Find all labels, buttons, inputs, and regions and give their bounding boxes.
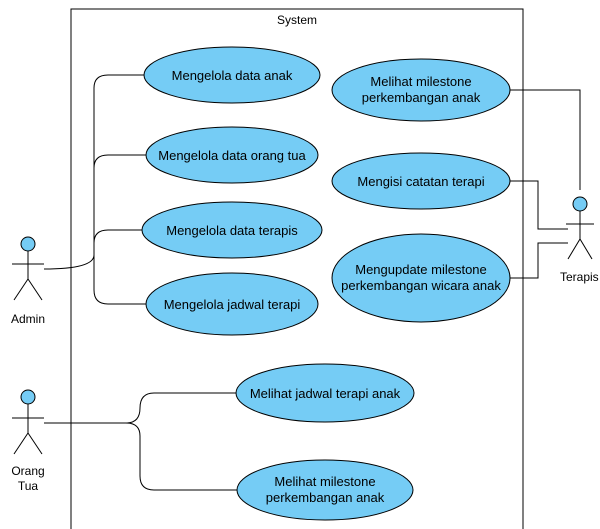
actor-orang-tua[interactable]: Orang Tua (11, 389, 45, 493)
association-admin-uc3 (93, 229, 142, 244)
system-boundary-box (70, 8, 524, 529)
use-case-uc6-label: Mengisi catatan terapi (357, 174, 484, 189)
use-case-uc7-shape (331, 233, 511, 323)
use-case-uc5-label-line2: perkembangan anak (362, 90, 481, 105)
use-case-uc3-label: Mengelola data terapis (166, 223, 298, 238)
actor-admin-label: Admin (11, 312, 45, 326)
use-case-uc5-label-line1: Melihat milestone (370, 74, 471, 89)
use-case-uc9-label-line2: perkembangan anak (266, 490, 385, 505)
use-case-uc7-label-line1: Mengupdate milestone (355, 262, 487, 277)
use-cases: Mengelola data anak Mengelola data orang… (141, 46, 511, 521)
actor-orang-tua-label-line2: Tua (18, 479, 39, 493)
association-admin-uc1 (43, 74, 145, 270)
use-case-uc9-shape (236, 459, 414, 521)
use-case-uc9-label-line1: Melihat milestone (274, 474, 375, 489)
use-case-uc4-label: Mengelola jadwal terapi (164, 297, 301, 312)
use-case-uc4-shape (145, 272, 319, 336)
use-case-uc7-label-line2: perkembangan wicara anak (341, 278, 501, 293)
use-case-uc6-shape (331, 152, 511, 210)
use-case-uc9[interactable]: Melihat milestone perkembangan anak (236, 459, 414, 521)
use-case-uc5[interactable]: Melihat milestone perkembangan anak (331, 58, 511, 122)
system-boundary: System (70, 8, 524, 529)
association-admin-uc2 (93, 154, 146, 169)
system-title: System (277, 13, 317, 27)
use-case-uc4[interactable]: Mengelola jadwal terapi (145, 272, 319, 336)
use-case-uc1-shape (143, 46, 321, 104)
association-admin-uc4 (93, 255, 146, 305)
association-orangtua-uc9 (125, 422, 237, 491)
use-case-uc6[interactable]: Mengisi catatan terapi (331, 152, 511, 210)
use-case-uc8-shape (235, 363, 415, 423)
use-case-uc2-label: Mengelola data orang tua (158, 148, 306, 163)
use-case-uc3-shape (141, 201, 323, 259)
stick-figure-icon (12, 389, 44, 455)
stick-figure-icon (12, 236, 44, 301)
use-case-uc2[interactable]: Mengelola data orang tua (145, 126, 319, 184)
use-case-uc1-label: Mengelola data anak (172, 68, 293, 83)
actor-orang-tua-label-line1: Orang (11, 464, 44, 478)
use-case-uc5-shape (331, 58, 511, 122)
actor-terapis-label: Terapis (560, 270, 599, 284)
use-case-uc3[interactable]: Mengelola data terapis (141, 201, 323, 259)
association-terapis-uc6 (510, 180, 568, 230)
use-case-uc8-label: Melihat jadwal terapi anak (250, 386, 401, 401)
association-terapis-uc7 (510, 242, 568, 279)
association-orangtua-uc8 (44, 392, 237, 424)
use-case-uc7[interactable]: Mengupdate milestone perkembangan wicara… (331, 233, 511, 323)
association-terapis-uc5 (510, 89, 581, 190)
use-case-uc8[interactable]: Melihat jadwal terapi anak (235, 363, 415, 423)
actor-terapis[interactable]: Terapis (560, 196, 599, 284)
use-case-uc2-shape (145, 126, 319, 184)
stick-figure-icon (566, 196, 594, 260)
associations (43, 74, 581, 491)
actor-admin[interactable]: Admin (11, 236, 45, 326)
actors: Admin Orang Tua Terapis (11, 196, 599, 493)
use-case-uc1[interactable]: Mengelola data anak (143, 46, 321, 104)
